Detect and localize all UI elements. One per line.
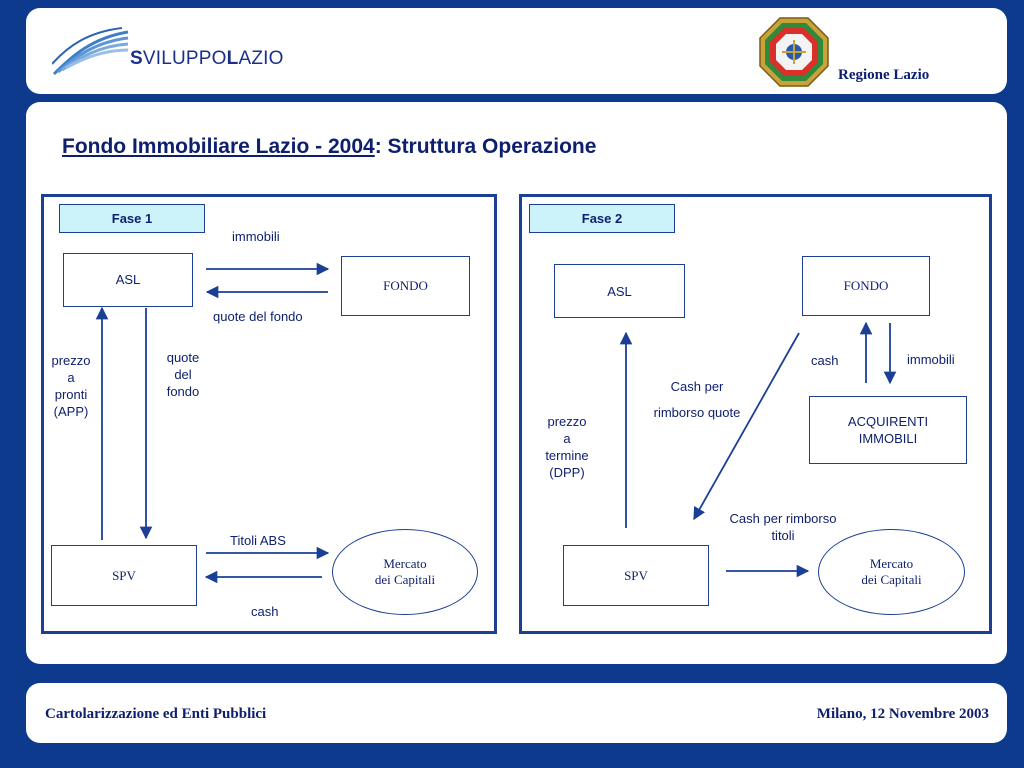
phase2-spv-box: SPV: [563, 545, 709, 606]
page-title: Fondo Immobiliare Lazio - 2004: Struttur…: [62, 135, 596, 159]
page-title-rest: : Struttura Operazione: [374, 135, 597, 158]
sviluppo-lazio-logo-text: SVILUPPOLAZIO: [130, 48, 284, 69]
footer-panel: [26, 683, 1007, 743]
region-label: Regione Lazio: [838, 67, 930, 83]
footer-left-text: Cartolarizzazione ed Enti Pubblici: [45, 706, 267, 722]
phase2-fondo-box: FONDO: [802, 256, 930, 316]
phase1-label: Fase 1: [59, 204, 205, 233]
phase1-cash-label: cash: [251, 604, 279, 619]
phase2-immobili-label: immobili: [907, 352, 955, 367]
page-title-main: Fondo Immobiliare Lazio - 2004: [62, 135, 375, 158]
phase1-titoli-abs-label: Titoli ABS: [230, 533, 286, 548]
footer-right-text: Milano, 12 Novembre 2003: [816, 706, 989, 722]
phase1-spv-box: SPV: [51, 545, 197, 606]
phase1-immobili-label: immobili: [232, 229, 280, 244]
sviluppo-lazio-logo-icon: [52, 27, 129, 76]
phase1-asl-box: ASL: [63, 253, 193, 307]
phase2-label: Fase 2: [529, 204, 675, 233]
header-panel: [26, 8, 1007, 94]
arrow-fondo-to-spv-2: [693, 332, 800, 521]
phase2-cash-label: cash: [811, 353, 839, 368]
phase2-asl-box: ASL: [554, 264, 685, 318]
phase1-quote-fondo-label: quote del fondo: [213, 309, 303, 324]
regione-lazio-emblem-icon: [759, 17, 829, 87]
phase1-fondo-box: FONDO: [341, 256, 470, 316]
